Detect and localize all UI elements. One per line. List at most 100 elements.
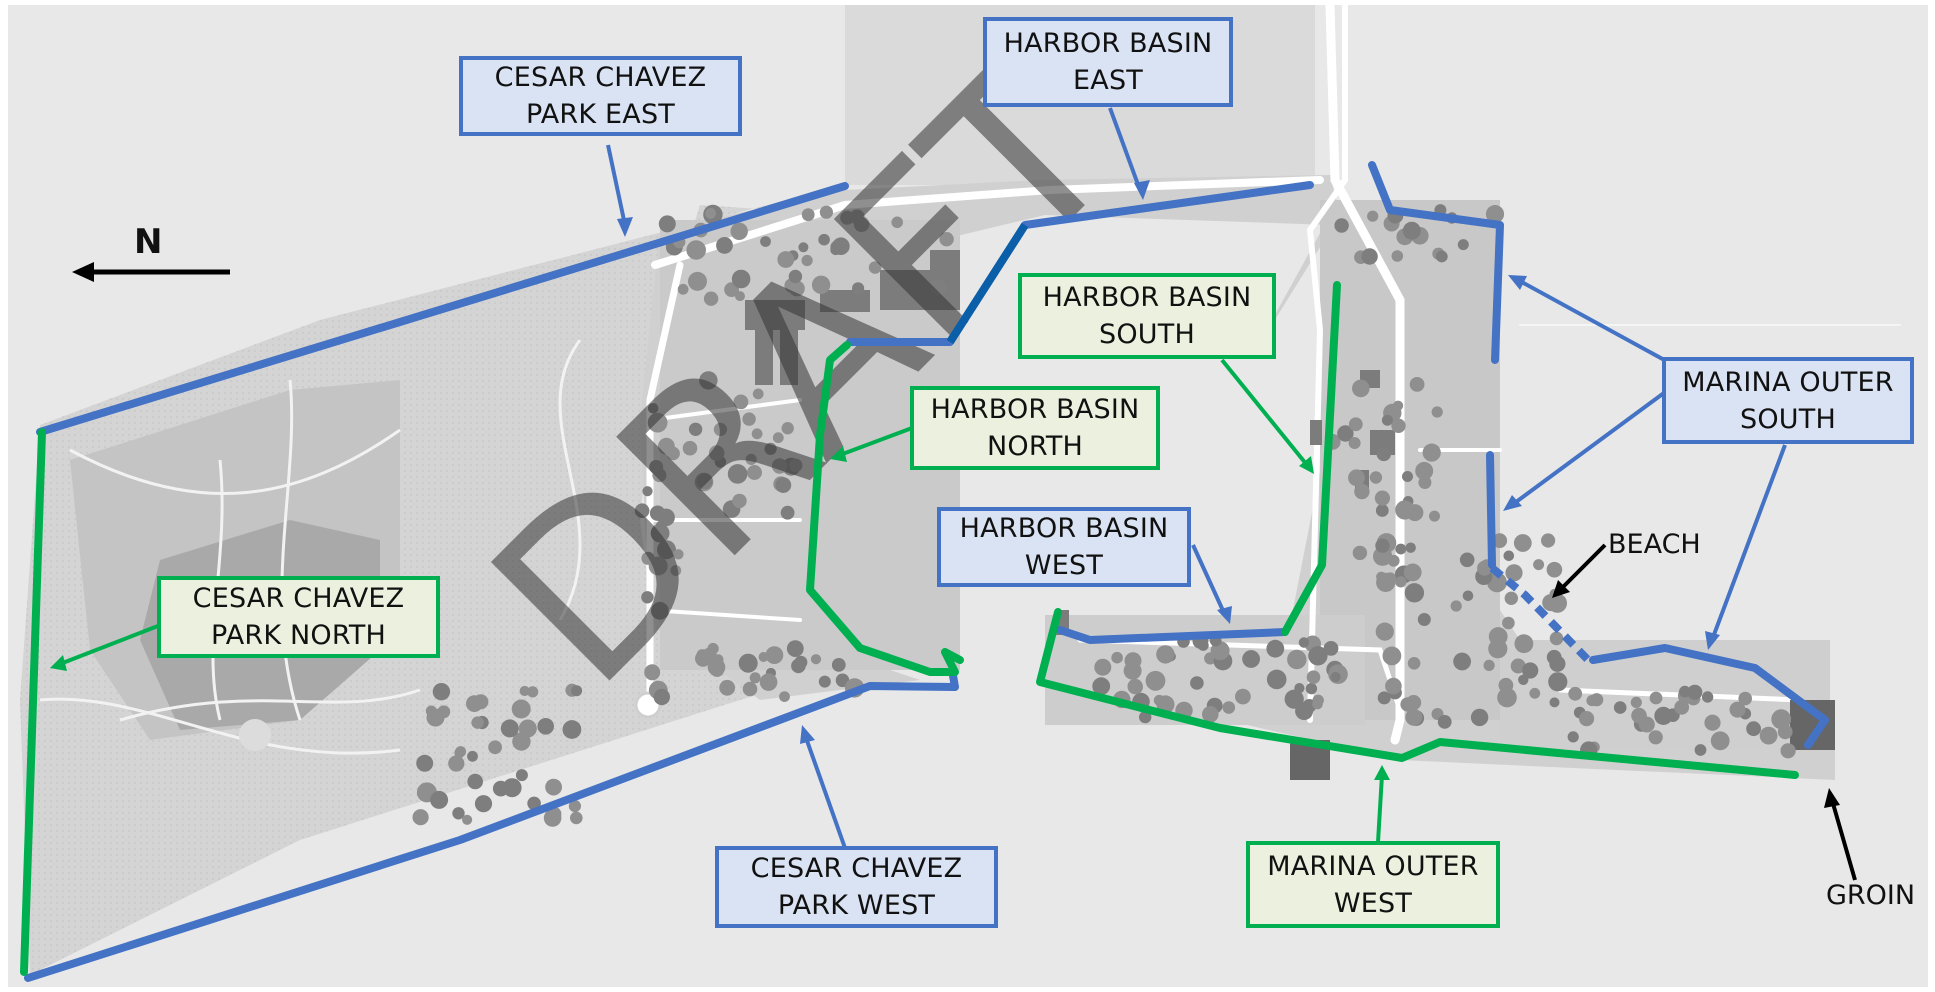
- tree-canopy: [1156, 645, 1175, 664]
- tree-canopy: [1382, 646, 1402, 666]
- tree-canopy: [719, 679, 736, 696]
- tree-canopy: [682, 440, 698, 456]
- tree-canopy: [426, 708, 445, 727]
- tree-canopy: [929, 278, 947, 297]
- tree-canopy: [1437, 715, 1452, 729]
- tree-canopy: [1352, 545, 1368, 561]
- tree-canopy: [416, 754, 434, 772]
- tree-canopy: [454, 747, 466, 759]
- tree-canopy: [1348, 437, 1361, 449]
- label-beach: BEACH: [1608, 529, 1701, 560]
- tree-canopy: [727, 464, 748, 484]
- tree-canopy: [1529, 687, 1541, 699]
- tree-canopy: [708, 445, 725, 461]
- tree-canopy: [703, 291, 719, 306]
- tree-canopy: [731, 269, 751, 289]
- tree-canopy: [840, 210, 855, 225]
- tree-canopy: [752, 388, 764, 400]
- tree-canopy: [1513, 534, 1532, 552]
- label-line: CESAR CHAVEZ: [494, 62, 707, 93]
- tree-canopy: [1704, 714, 1721, 731]
- tree-canopy: [1533, 559, 1545, 571]
- harbor-basin-south-line: [1281, 281, 1341, 636]
- tree-canopy: [634, 503, 650, 518]
- tree-canopy: [641, 591, 654, 604]
- tree-canopy: [1123, 661, 1142, 680]
- tree-canopy: [1395, 500, 1415, 520]
- tree-canopy: [1400, 697, 1415, 712]
- tree-canopy: [1648, 730, 1663, 745]
- tree-canopy: [1395, 543, 1407, 555]
- tree-canopy: [1312, 694, 1324, 706]
- tree-canopy: [1500, 689, 1512, 701]
- tree-canopy: [1375, 504, 1389, 517]
- label-line: PARK WEST: [777, 890, 936, 921]
- tree-canopy: [1284, 689, 1304, 709]
- tree-canopy: [777, 251, 795, 268]
- tree-canopy: [1498, 677, 1514, 693]
- tree-canopy: [1613, 701, 1627, 714]
- tree-canopy: [547, 807, 562, 821]
- tree-canopy: [1459, 552, 1475, 568]
- tree-canopy: [868, 261, 882, 274]
- tree-canopy: [1549, 697, 1560, 708]
- tree-canopy: [1567, 731, 1579, 743]
- tree-canopy: [779, 691, 790, 702]
- tree-canopy: [1483, 659, 1495, 672]
- tree-canopy: [670, 565, 682, 576]
- north-label: N: [134, 222, 163, 262]
- label-harbor-basin-north: HARBOR BASIN NORTH: [910, 386, 1160, 470]
- cesar-chavez-park-west-line: [24, 666, 959, 982]
- tree-canopy: [713, 422, 728, 436]
- label-line: HARBOR BASIN: [930, 394, 1140, 425]
- label-line: HARBOR BASIN: [1042, 282, 1252, 313]
- tree-canopy: [1746, 721, 1761, 737]
- tree-canopy: [810, 654, 822, 665]
- tree-canopy: [798, 242, 809, 253]
- marina-outer-south-line-mid: [1486, 451, 1496, 569]
- marina-outer-south-line-north: [1368, 161, 1504, 364]
- tree-canopy: [1374, 490, 1390, 506]
- tree-canopy: [1579, 711, 1595, 727]
- tree-canopy: [562, 720, 582, 739]
- tree-canopy: [686, 240, 706, 260]
- tree-canopy: [1323, 641, 1339, 656]
- label-marina-outer-south: MARINA OUTER SOUTH: [1662, 357, 1914, 444]
- tree-canopy: [1375, 538, 1390, 553]
- tree-canopy: [432, 683, 451, 701]
- green-boundary-lines: [20, 281, 1799, 976]
- label-line: CESAR CHAVEZ: [192, 583, 405, 614]
- label-line: HARBOR BASIN: [1003, 28, 1213, 59]
- label-cesar-chavez-park-north: CESAR CHAVEZ PARK NORTH: [157, 576, 440, 658]
- label-line: WEST: [1024, 550, 1104, 581]
- harbor-basin-west-line: [1056, 626, 1289, 644]
- tree-canopy: [772, 432, 784, 444]
- tree-canopy: [853, 216, 870, 232]
- tree-canopy: [677, 283, 689, 295]
- tree-canopy: [568, 800, 582, 813]
- tree-canopy: [781, 422, 794, 435]
- tree-canopy: [764, 442, 777, 455]
- tree-canopy: [570, 811, 583, 825]
- label-harbor-basin-south: HARBOR BASIN SOUTH: [1018, 273, 1276, 359]
- tree-canopy: [1630, 696, 1642, 709]
- tree-canopy: [1337, 425, 1354, 442]
- tree-canopy: [1505, 564, 1523, 582]
- tree-canopy: [1771, 709, 1792, 730]
- label-line: CESAR CHAVEZ: [750, 853, 963, 884]
- tree-canopy: [1415, 461, 1434, 480]
- tree-canopy: [789, 458, 803, 472]
- tree-canopy: [653, 688, 670, 706]
- tree-canopy: [1266, 639, 1285, 658]
- tree-canopy: [819, 205, 834, 219]
- tree-canopy: [1308, 646, 1328, 666]
- tree-canopy: [738, 653, 758, 673]
- tree-canopy: [471, 716, 484, 729]
- tree-canopy: [1369, 471, 1383, 484]
- tree-canopy: [1417, 613, 1431, 626]
- tree-canopy: [1710, 731, 1730, 751]
- tree-canopy: [1391, 250, 1404, 262]
- tree-canopy: [1510, 658, 1526, 674]
- tree-canopy: [644, 664, 661, 681]
- tree-canopy: [1409, 377, 1425, 392]
